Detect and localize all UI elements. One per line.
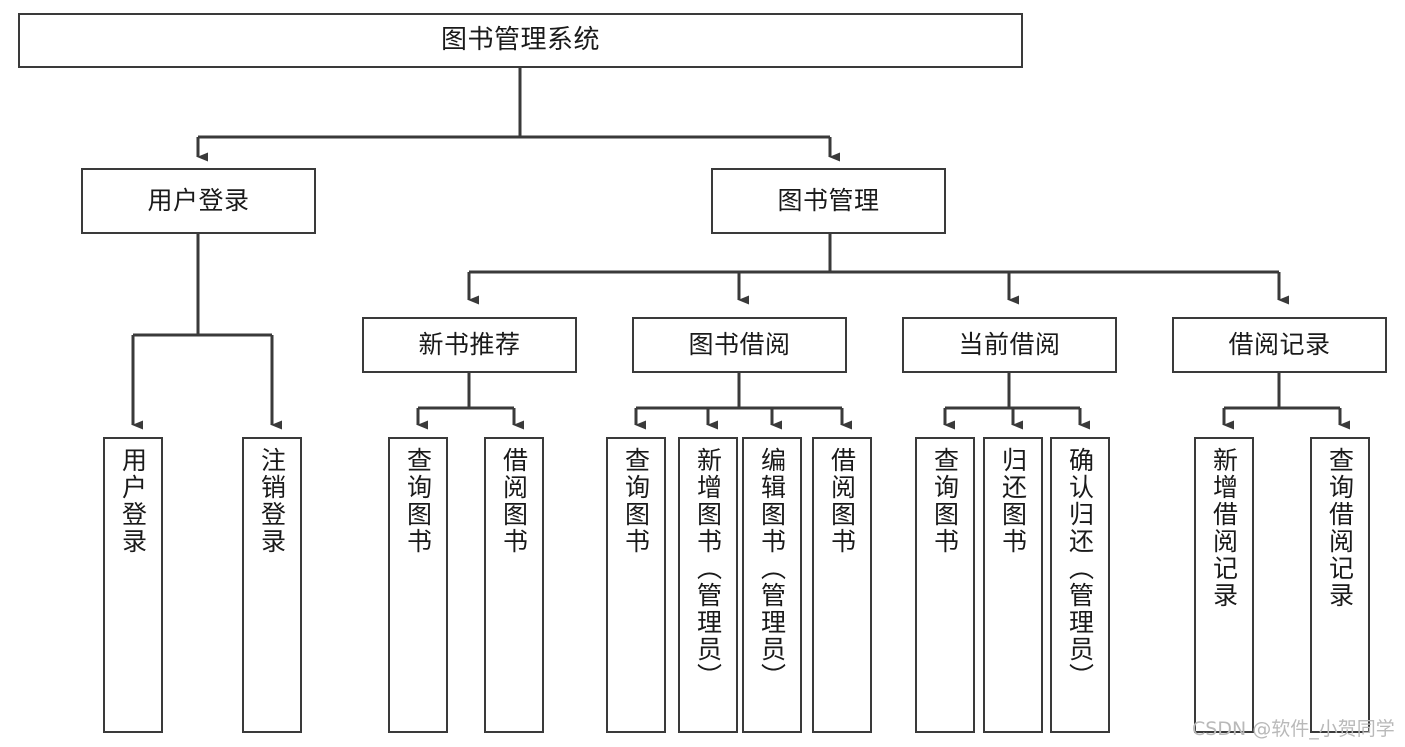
- node-label: 图书管理系统: [440, 24, 600, 55]
- node-label: 归还图书: [998, 447, 1028, 555]
- node-label: 查询图书: [403, 447, 433, 555]
- csdn-watermark: CSDN @软件_小贺同学: [1192, 718, 1395, 740]
- node-label: 图书借阅: [688, 330, 791, 359]
- node-new-book-recommend[interactable]: 新书推荐: [362, 317, 577, 373]
- node-label: 编辑图书（管理员）: [757, 447, 787, 690]
- node-leaf-user-login[interactable]: 用户登录: [103, 437, 163, 733]
- node-leaf-edit-book[interactable]: 编辑图书（管理员）: [742, 437, 802, 733]
- node-leaf-add-book[interactable]: 新增图书（管理员）: [678, 437, 738, 733]
- node-label: 用户登录: [118, 447, 148, 555]
- node-user-login[interactable]: 用户登录: [81, 168, 316, 234]
- node-leaf-query-book-2[interactable]: 查询图书: [606, 437, 666, 733]
- node-label: 查询图书: [621, 447, 651, 555]
- node-label: 借阅图书: [827, 447, 857, 555]
- node-label: 查询图书: [930, 447, 960, 555]
- node-book-borrow[interactable]: 图书借阅: [632, 317, 847, 373]
- node-label: 查询借阅记录: [1325, 447, 1355, 609]
- node-current-borrow[interactable]: 当前借阅: [902, 317, 1117, 373]
- node-label: 当前借阅: [958, 330, 1061, 359]
- node-book-management[interactable]: 图书管理: [711, 168, 946, 234]
- node-leaf-borrow-book-2[interactable]: 借阅图书: [812, 437, 872, 733]
- node-label: 借阅记录: [1228, 330, 1331, 359]
- node-leaf-borrow-book-1[interactable]: 借阅图书: [484, 437, 544, 733]
- node-leaf-confirm-return[interactable]: 确认归还（管理员）: [1050, 437, 1110, 733]
- node-label: 图书管理: [777, 186, 880, 215]
- node-label: 借阅图书: [499, 447, 529, 555]
- node-root-book-management-system[interactable]: 图书管理系统: [18, 13, 1023, 68]
- node-label: 新增借阅记录: [1209, 447, 1239, 609]
- node-borrow-record[interactable]: 借阅记录: [1172, 317, 1387, 373]
- node-leaf-query-book-3[interactable]: 查询图书: [915, 437, 975, 733]
- node-label: 确认归还（管理员）: [1065, 447, 1095, 690]
- node-label: 注销登录: [257, 447, 287, 555]
- node-leaf-add-borrow-record[interactable]: 新增借阅记录: [1194, 437, 1254, 733]
- node-leaf-return-book[interactable]: 归还图书: [983, 437, 1043, 733]
- node-leaf-query-book-1[interactable]: 查询图书: [388, 437, 448, 733]
- node-leaf-logout-login[interactable]: 注销登录: [242, 437, 302, 733]
- node-label: 新书推荐: [418, 330, 521, 359]
- node-label: 用户登录: [147, 186, 250, 215]
- node-label: 新增图书（管理员）: [693, 447, 723, 690]
- node-leaf-query-borrow-record[interactable]: 查询借阅记录: [1310, 437, 1370, 733]
